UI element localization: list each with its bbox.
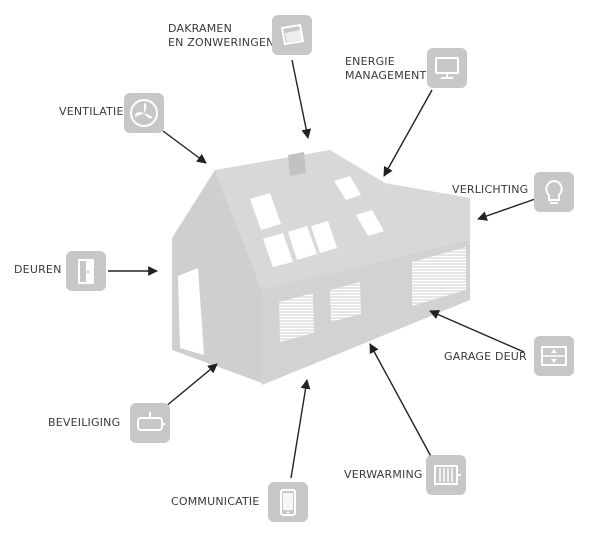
phone-icon[interactable]	[268, 482, 308, 522]
arrow-ventilatie	[162, 130, 207, 164]
roof-window	[311, 221, 337, 253]
arrow-beveiliging	[164, 363, 218, 408]
wall-window	[330, 282, 361, 322]
monitor-icon[interactable]	[427, 48, 467, 88]
arrow-garage	[429, 310, 525, 353]
label-dakramen: DAKRAMEN EN ZONWERINGEN	[168, 22, 275, 49]
arrow-dakramen	[291, 59, 312, 139]
label-beveiliging: BEVEILIGING	[48, 416, 121, 429]
label-energie: ENERGIE MANAGEMENT	[345, 55, 427, 82]
roof-window	[263, 233, 293, 267]
door-icon[interactable]	[66, 251, 106, 291]
label-communicatie: COMMUNICATIE	[171, 495, 260, 508]
side-door	[178, 268, 204, 355]
roof-window	[334, 176, 361, 200]
garage-door	[412, 247, 466, 306]
wall-window	[279, 293, 314, 342]
arrow-verlichting	[477, 197, 539, 221]
chimney	[288, 152, 306, 176]
label-verwarming: VERWARMING	[344, 468, 423, 481]
arrow-energie	[383, 89, 433, 177]
garage-door-icon[interactable]	[534, 336, 574, 376]
label-deuren: DEUREN	[14, 263, 62, 276]
arrow-communicatie	[290, 379, 311, 479]
label-verlichting: VERLICHTING	[452, 183, 529, 196]
light-bulb-icon[interactable]	[534, 172, 574, 212]
roof-window	[250, 193, 281, 230]
fan-icon[interactable]	[124, 93, 164, 133]
label-ventilatie: VENTILATIE	[59, 105, 124, 118]
label-garage: GARAGE DEUR	[444, 350, 527, 363]
radiator-icon[interactable]	[426, 455, 466, 495]
security-camera-icon[interactable]	[130, 403, 170, 443]
roof-window-icon[interactable]	[272, 15, 312, 55]
arrow-verwarming	[369, 343, 435, 463]
roof-window	[288, 226, 317, 260]
roof-window	[356, 210, 384, 236]
